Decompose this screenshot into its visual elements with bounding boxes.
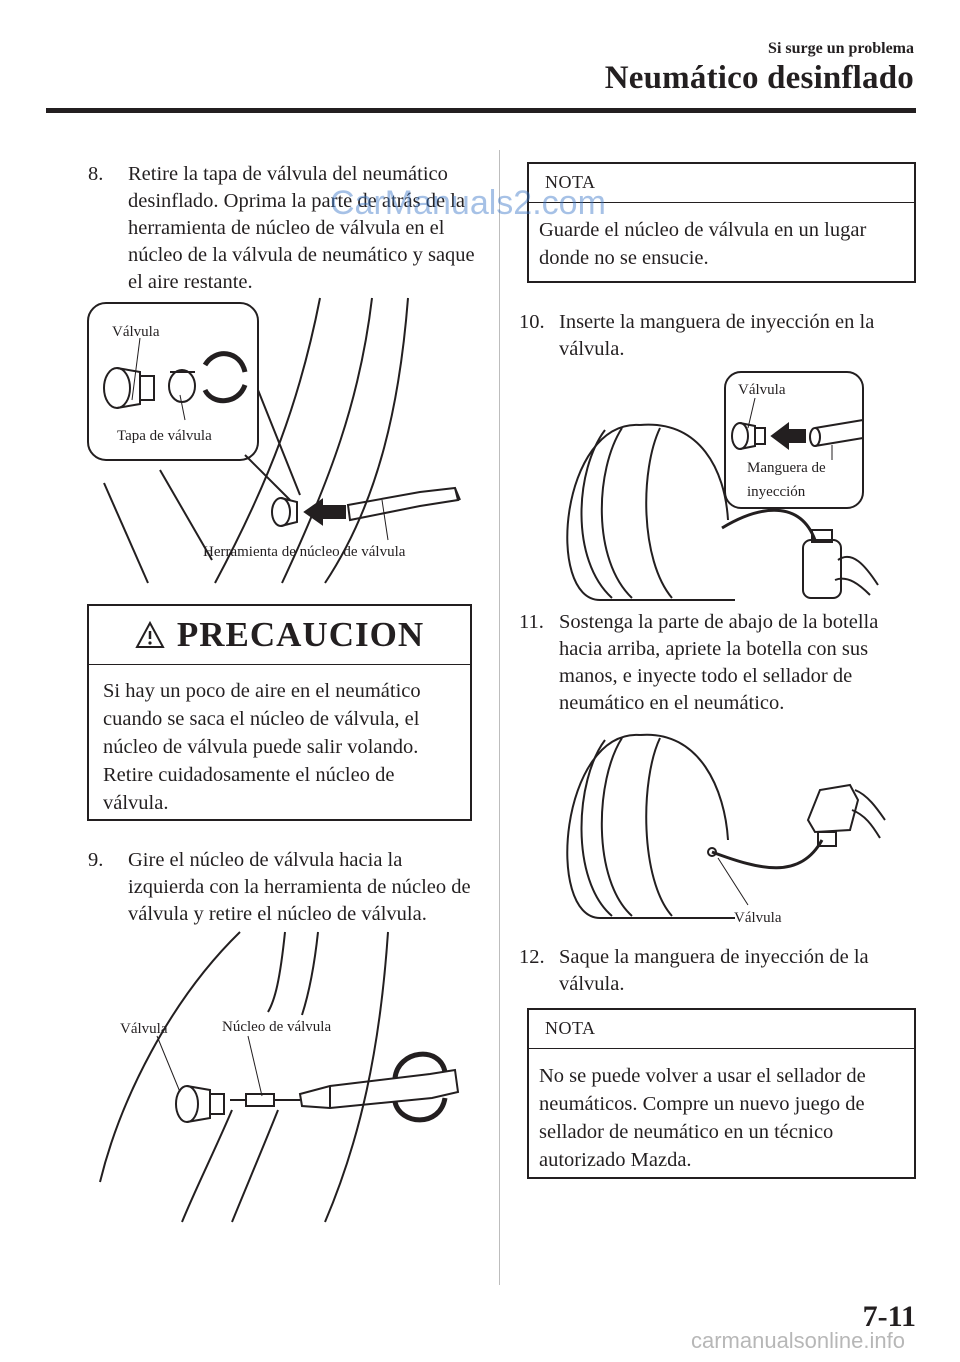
step-text: Sostenga la parte de abajo de la botella… — [559, 611, 879, 714]
page-number: 7-11 — [862, 1300, 916, 1333]
nota-body: No se puede volver a usar el sellador de… — [539, 1065, 866, 1171]
step-12: 12. Saque la manguera de inyección de la… — [519, 944, 914, 998]
nota-title: NOTA — [529, 1010, 914, 1049]
precaucion-header: PRECAUCION — [89, 606, 470, 665]
step-text: Inserte la manguera de inyección en la v… — [559, 311, 875, 360]
column-divider — [499, 150, 500, 1285]
step-10: 10. Inserte la manguera de inyección en … — [519, 309, 914, 363]
step-text: Gire el núcleo de válvula hacia la izqui… — [128, 849, 471, 925]
nota-title: NOTA — [529, 164, 914, 203]
label-manguera-1: Manguera de — [747, 460, 826, 476]
label-manguera-2: inyección — [747, 484, 806, 500]
watermark-bottom: carmanualsonline.info — [690, 1328, 905, 1353]
step-text: Retire la tapa de válvula del neumático … — [128, 163, 475, 293]
nota-box-1: NOTA Guarde el núcleo de válvula en un l… — [527, 162, 916, 283]
warning-icon — [135, 620, 165, 648]
nota-box-2: NOTA No se puede volver a usar el sellad… — [527, 1008, 916, 1179]
step-number: 10. — [519, 311, 545, 333]
step-number: 8. — [88, 163, 104, 185]
label-valvula: Válvula — [120, 1021, 168, 1037]
step-text: Saque la manguera de inyección de la vál… — [559, 946, 869, 995]
precaucion-body: Si hay un poco de aire en el neumático c… — [103, 680, 421, 814]
step-number: 11. — [519, 611, 544, 633]
step-8: 8. Retire la tapa de válvula del neumáti… — [88, 161, 478, 296]
label-valvula: Válvula — [738, 382, 786, 398]
nota-body: Guarde el núcleo de válvula en un lugar … — [539, 219, 867, 269]
precaucion-title: PRECAUCION — [176, 615, 425, 654]
page-title: Neumático desinflado — [604, 60, 914, 96]
label-valvula: Válvula — [734, 910, 782, 926]
step-number: 9. — [88, 849, 104, 871]
watermark-top: CarManuals2.com — [330, 184, 606, 222]
label-nucleo-de-valvula: Núcleo de válvula — [222, 1019, 331, 1035]
step-9: 9. Gire el núcleo de válvula hacia la iz… — [88, 847, 483, 928]
label-tapa-de-valvula: Tapa de válvula — [117, 428, 212, 444]
header-rule — [46, 108, 916, 113]
section-label: Si surge un problema — [768, 40, 914, 57]
precaucion-box: PRECAUCION Si hay un poco de aire en el … — [87, 604, 472, 821]
label-herramienta: Herramienta de núcleo de válvula — [203, 544, 406, 560]
step-11: 11. Sostenga la parte de abajo de la bot… — [519, 609, 914, 717]
label-valvula: Válvula — [112, 324, 160, 340]
step-number: 12. — [519, 946, 545, 968]
